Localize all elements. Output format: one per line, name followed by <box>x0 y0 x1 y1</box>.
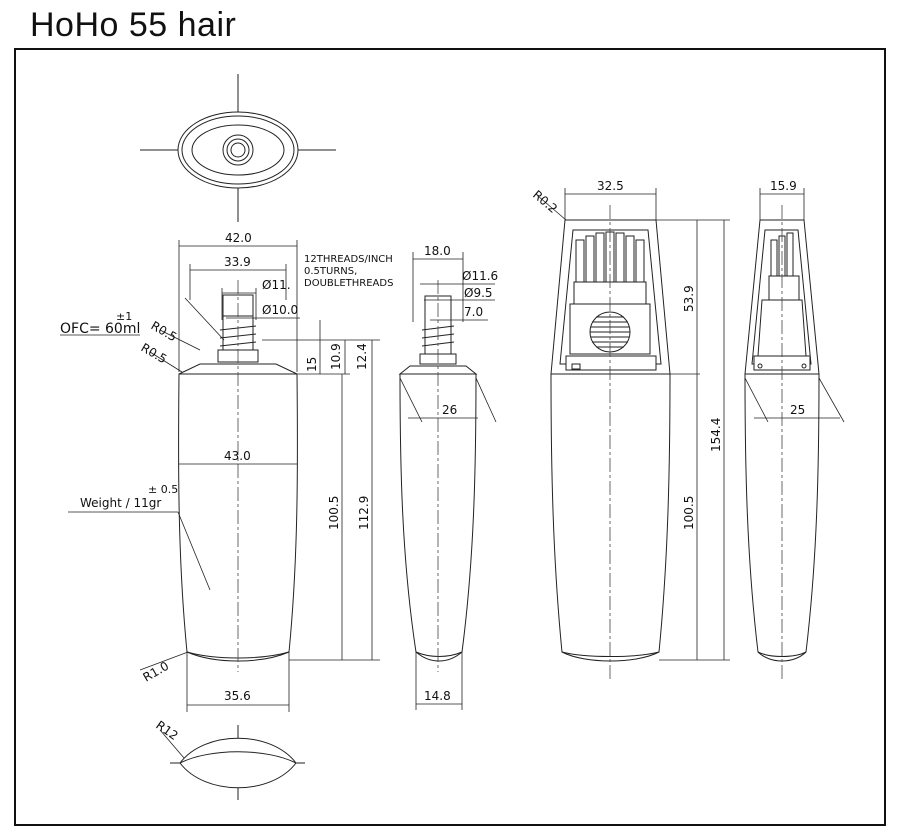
page-title: HoHo 55 hair <box>30 6 237 44</box>
radius-r0-5-upper: R0.5 <box>149 318 180 344</box>
dim-d10: Ø10.0 <box>262 303 298 317</box>
dim-112-9: 112.9 <box>357 496 371 530</box>
dim-35-6: 35.6 <box>224 689 251 703</box>
side-view-with-cap <box>744 188 845 680</box>
dim-100-5-front: 100.5 <box>327 496 341 530</box>
dim-14-8: 14.8 <box>424 689 451 703</box>
dim-154-4: 154.4 <box>709 418 723 452</box>
front-view-with-cap <box>537 188 730 680</box>
dim-15: 15 <box>305 357 319 372</box>
ofc-tolerance: ±1 <box>116 310 132 323</box>
dim-43: 43.0 <box>224 449 251 463</box>
radius-r12: R12 <box>153 718 180 743</box>
dim-25: 25 <box>790 403 805 417</box>
weight-note: Weight / 11gr <box>80 496 161 510</box>
dim-12-4: 12.4 <box>355 343 369 370</box>
dim-d11-6: Ø11.6 <box>462 269 498 283</box>
dim-d9-5: Ø9.5 <box>464 286 493 300</box>
threads-note-line1: 12THREADS/INCH <box>304 254 393 265</box>
dim-42: 42.0 <box>225 231 252 245</box>
front-view <box>60 240 380 712</box>
dim-26: 26 <box>442 403 457 417</box>
radius-r1-0: R1.0 <box>141 659 172 685</box>
dim-10-9: 10.9 <box>329 343 343 370</box>
radius-r0-5-lower: R0.5 <box>139 340 170 366</box>
drawing-frame <box>14 48 886 826</box>
dim-100-5-cap: 100.5 <box>682 496 696 530</box>
dim-18: 18.0 <box>424 244 451 258</box>
dim-7: 7.0 <box>464 305 483 319</box>
threads-note-line3: DOUBLETHREADS <box>304 278 393 289</box>
dim-53-9: 53.9 <box>682 285 696 312</box>
threads-note-line2: 0.5TURNS, <box>304 266 357 277</box>
bottom-view <box>159 725 305 800</box>
dim-15-9: 15.9 <box>770 179 797 193</box>
ofc-note: OFC= 60ml <box>60 321 140 337</box>
weight-tolerance: ± 0.5 <box>148 483 178 496</box>
dim-33-9: 33.9 <box>224 255 251 269</box>
notes: 12THREADS/INCH 0.5TURNS, DOUBLETHREADS O… <box>60 254 393 510</box>
side-view <box>398 252 497 710</box>
top-view <box>140 74 336 222</box>
dim-32-5: 32.5 <box>597 179 624 193</box>
dimension-labels: 42.0 33.9 Ø11. Ø10.0 43.0 35.6 100.5 112… <box>139 179 806 743</box>
radius-r0-2: R0.2 <box>530 188 560 216</box>
dim-d11: Ø11. <box>262 278 291 292</box>
